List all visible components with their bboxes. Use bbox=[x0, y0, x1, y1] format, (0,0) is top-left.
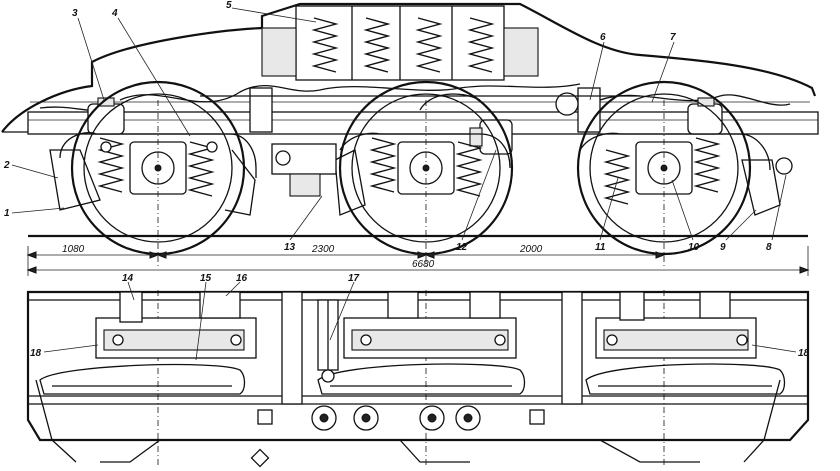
label-13: 13 bbox=[284, 242, 296, 253]
car-body-outline bbox=[1, 2, 817, 133]
label-12: 12 bbox=[456, 242, 468, 253]
wheelset-3 bbox=[576, 80, 793, 256]
label-16: 16 bbox=[236, 273, 248, 284]
label-18-left: 18 bbox=[30, 348, 42, 359]
label-9: 9 bbox=[720, 242, 726, 253]
dim-2300: 2300 bbox=[311, 244, 335, 255]
label-6: 6 bbox=[600, 32, 606, 43]
label-11: 11 bbox=[595, 242, 606, 253]
dim-1080: 1080 bbox=[62, 244, 85, 255]
label-4: 4 bbox=[111, 8, 118, 19]
wheelset-2 bbox=[334, 80, 514, 256]
label-18-right: 18 bbox=[798, 348, 810, 359]
label-2: 2 bbox=[3, 160, 10, 171]
roof-spring-box bbox=[261, 5, 539, 81]
plan-view: 14 15 16 17 18 18 bbox=[26, 273, 810, 468]
plan-bogie-1 bbox=[39, 291, 257, 395]
dim-2000: 2000 bbox=[519, 244, 543, 255]
plan-bogie-3 bbox=[585, 291, 786, 395]
leader-lines-bottom bbox=[43, 281, 797, 361]
label-1: 1 bbox=[4, 208, 10, 219]
traction-link bbox=[317, 299, 339, 383]
label-7: 7 bbox=[670, 32, 676, 43]
label-3: 3 bbox=[72, 8, 78, 19]
wheelset-1 bbox=[49, 80, 257, 256]
label-5: 5 bbox=[226, 0, 232, 11]
plan-bogie-2 bbox=[317, 291, 526, 395]
label-17: 17 bbox=[348, 273, 360, 284]
side-elevation-view: 1080 2300 2000 6680 1 2 3 4 5 6 7 8 9 10 bbox=[1, 0, 819, 468]
bottom-rollers bbox=[257, 405, 545, 431]
label-10: 10 bbox=[688, 242, 700, 253]
label-14: 14 bbox=[122, 273, 134, 284]
plan-frame-outline bbox=[26, 290, 810, 442]
label-15: 15 bbox=[200, 273, 212, 284]
leader-lines-top bbox=[11, 7, 787, 241]
dimension-lines bbox=[26, 246, 810, 276]
label-8: 8 bbox=[766, 242, 772, 253]
centre-pivot bbox=[271, 143, 337, 197]
dim-6680: 6680 bbox=[412, 259, 435, 270]
